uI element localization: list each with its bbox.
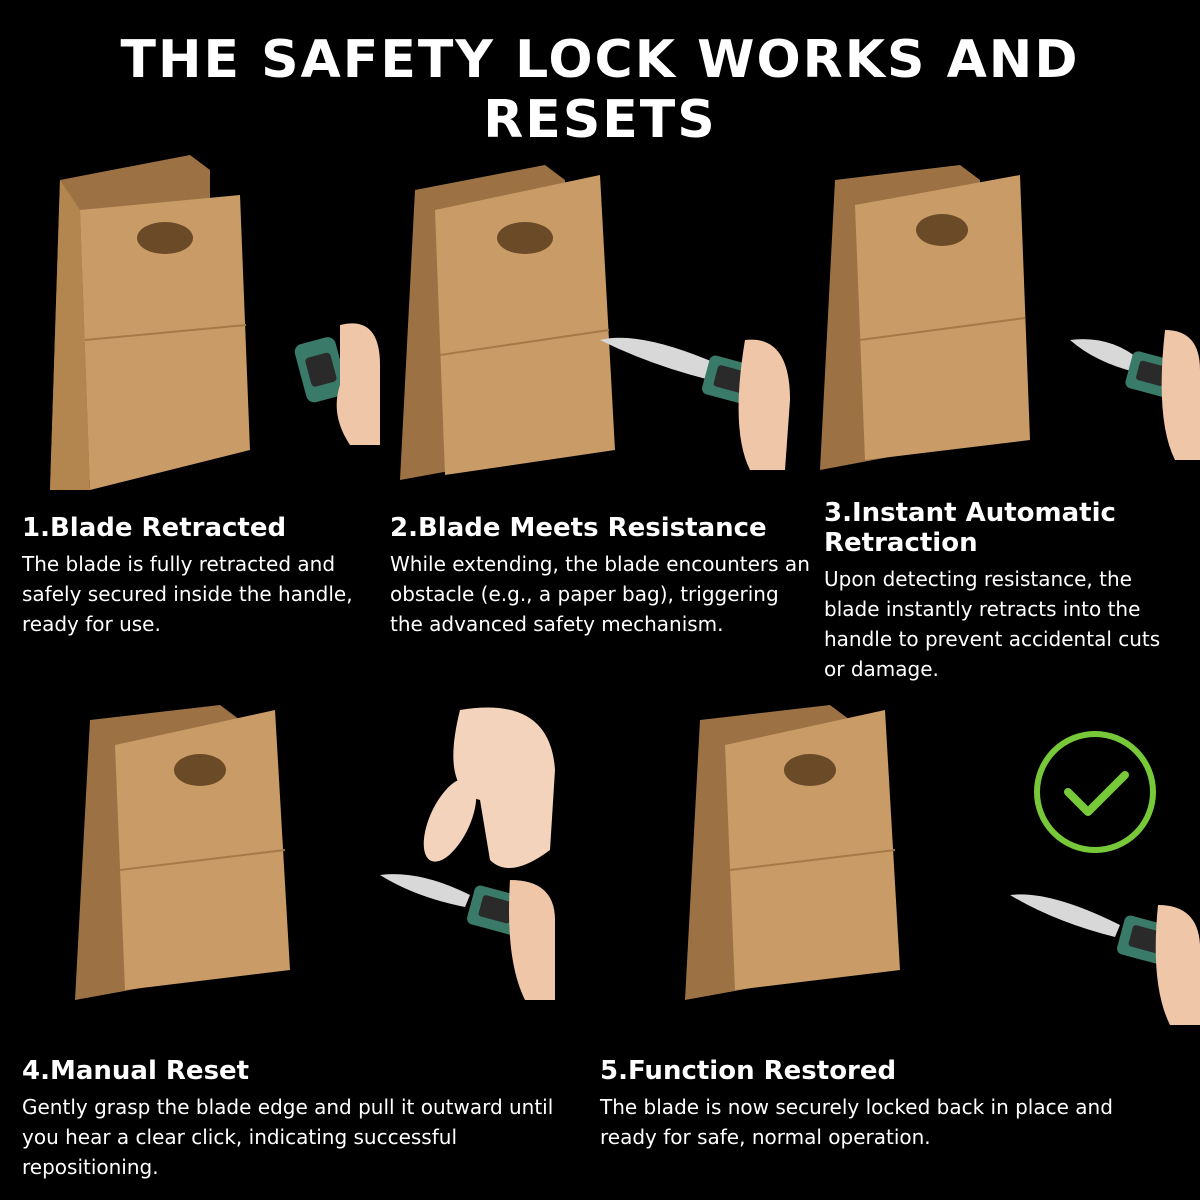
hand-with-knife-icon	[1010, 894, 1200, 1025]
hand-pulling-blade-icon	[380, 707, 555, 1000]
paper-bag-icon	[50, 155, 250, 490]
step-description: While extending, the blade encounters an…	[390, 552, 810, 636]
step-5: 5.Function Restored The blade is now sec…	[600, 1056, 1160, 1152]
illustration-2	[395, 150, 795, 490]
step-3: 3.Instant Automatic Retraction Upon dete…	[824, 498, 1184, 684]
checkmark-circle-icon	[1030, 727, 1160, 857]
step-title: 4.Manual Reset	[22, 1056, 250, 1086]
step-1: 1.Blade Retracted The blade is fully ret…	[22, 513, 372, 639]
paper-bag-icon	[400, 165, 615, 480]
hand-with-knife-icon	[1070, 330, 1200, 460]
hand-with-knife-icon	[600, 337, 790, 470]
paper-bag-icon	[75, 705, 290, 1000]
step-description: Gently grasp the blade edge and pull it …	[22, 1095, 554, 1179]
hand-with-knife-icon	[294, 323, 380, 445]
illustration-1	[20, 150, 380, 500]
step-4: 4.Manual Reset Gently grasp the blade ed…	[22, 1056, 562, 1182]
step-title: 2.Blade Meets Resistance	[390, 513, 767, 543]
step-title: 3.Instant Automatic Retraction	[824, 498, 1116, 558]
step-title: 1.Blade Retracted	[22, 513, 287, 543]
paper-bag-icon	[820, 165, 1030, 470]
page-title: THE SAFETY LOCK WORKS AND RESETS	[120, 30, 1080, 150]
step-description: Upon detecting resistance, the blade ins…	[824, 567, 1161, 681]
step-description: The blade is now securely locked back in…	[600, 1095, 1113, 1149]
step-title: 5.Function Restored	[600, 1056, 897, 1086]
step-2: 2.Blade Meets Resistance While extending…	[390, 513, 810, 639]
step-description: The blade is fully retracted and safely …	[22, 552, 353, 636]
illustration-4	[70, 700, 560, 1010]
paper-bag-icon	[685, 705, 900, 1000]
illustration-3	[810, 150, 1200, 480]
illustration-5	[680, 700, 1200, 1030]
